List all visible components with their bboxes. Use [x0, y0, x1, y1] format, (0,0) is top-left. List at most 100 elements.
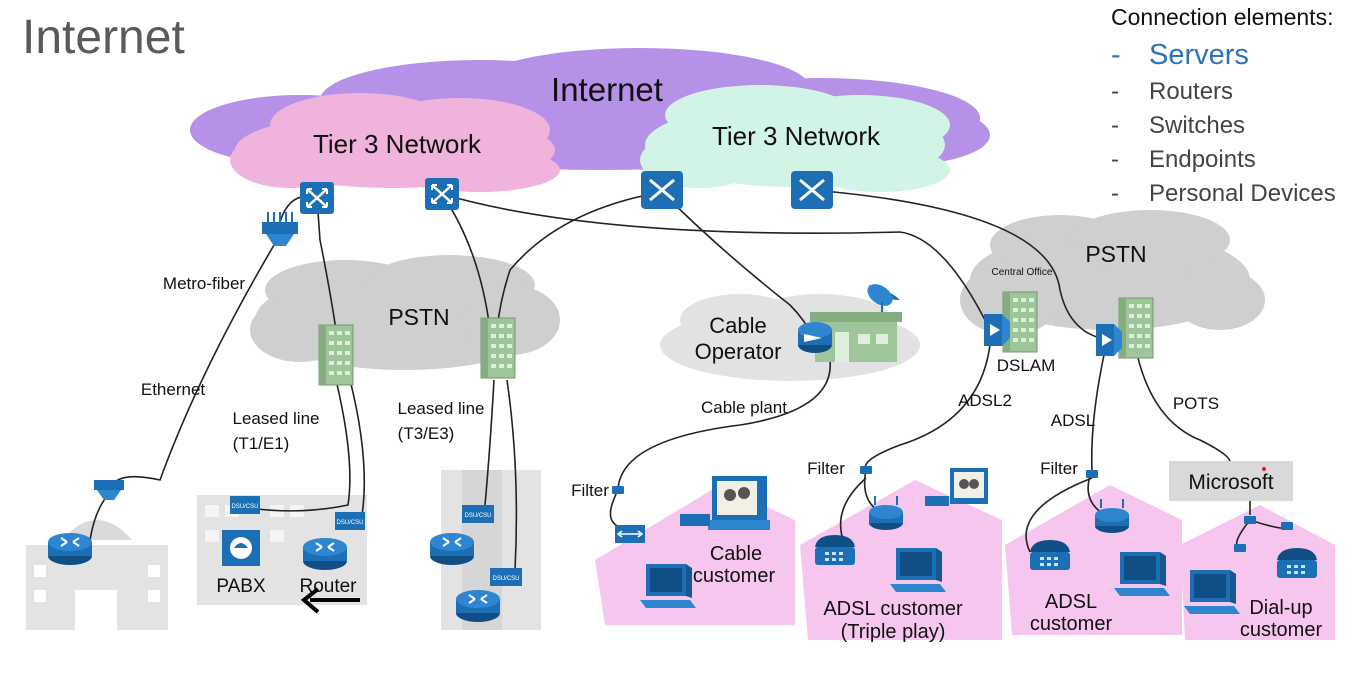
legend-item-servers: - Servers: [1111, 35, 1336, 75]
legend-bullet: -: [1111, 180, 1119, 207]
dialup-filter-icon: [1244, 516, 1256, 524]
dslam-label: DSLAM: [997, 356, 1056, 375]
adsl2-filter-icon: [860, 466, 872, 474]
legend-item-label: Routers: [1149, 78, 1234, 105]
cable-filter-icon: [612, 486, 624, 494]
pointer-arrow-annotation: [300, 587, 360, 614]
tier3-right-switch-2: [789, 169, 835, 211]
dsu-csu-label: DSU/CSU: [492, 576, 519, 582]
tier3-left-cloud: [230, 93, 560, 192]
cable-operator-label-line2: Operator: [695, 339, 782, 364]
cable-customer-label-line2: customer: [693, 565, 776, 587]
metro-fiber-label: Metro-fiber: [163, 274, 246, 293]
leased-line-t1-type: (T1/E1): [233, 434, 290, 453]
dialup-modem-icon: [1234, 544, 1246, 552]
pabx-label: PABX: [216, 576, 266, 597]
connection-elements-legend: Connection elements: - Servers - Routers…: [1111, 4, 1336, 211]
dslam-device-2: [1096, 324, 1122, 356]
slide-title: Internet: [22, 11, 185, 64]
dialup-splitter-icon: [1281, 522, 1293, 530]
cable-plant-label: Cable plant: [701, 398, 787, 417]
dialup-phone-icon: [1277, 548, 1317, 578]
adsl2-pc-icon: [890, 548, 946, 592]
microsoft-label: Microsoft: [1188, 471, 1273, 494]
leased-line-t3-label: Leased line: [398, 399, 485, 418]
cable-settop-icon: [680, 514, 710, 526]
dialup-pc-icon: [1184, 570, 1240, 614]
central-office-label: Central Office: [992, 267, 1053, 278]
legend-item-personal-devices: - Personal Devices: [1111, 177, 1336, 211]
tier3-left-label: Tier 3 Network: [313, 129, 482, 159]
dsu-csu-box-1: DSU/CSU: [230, 496, 260, 514]
ethernet-label: Ethernet: [141, 380, 206, 399]
tier3-right-switch-1: [639, 169, 685, 211]
legend-bullet: -: [1111, 146, 1119, 173]
tower-router-icon-1: [429, 532, 475, 566]
legend-heading: Connection elements:: [1111, 4, 1334, 30]
legend-item-switches: - Switches: [1111, 109, 1336, 143]
ethernet-switch-icon: [94, 480, 124, 500]
leased-line-t1-label: Leased line: [233, 409, 320, 428]
pstn-center-label: PSTN: [388, 304, 449, 330]
legend-item-endpoints: - Endpoints: [1111, 143, 1336, 177]
adsl-label: ADSL: [1051, 411, 1095, 430]
adsl-triple-label-line2: (Triple play): [841, 621, 946, 643]
dialup-customer-label-line1: Dial-up: [1249, 597, 1312, 619]
dsu-csu-box-2: DSU/CSU: [335, 512, 365, 530]
office-router-icon: [302, 537, 348, 571]
legend-item-label: Personal Devices: [1149, 180, 1336, 207]
cable-headend-building: [810, 312, 902, 362]
adsl-filter-icon: [1086, 470, 1098, 478]
adsl-triple-label-line1: ADSL customer: [823, 598, 963, 620]
adsl2-phone-icon: [815, 535, 855, 565]
cable-modem-icon: [615, 525, 645, 543]
dsu-csu-label: DSU/CSU: [464, 513, 491, 519]
satellite-dish-icon: [867, 284, 900, 312]
adsl2-router-icon: [869, 496, 903, 530]
legend-bullet: -: [1111, 112, 1119, 139]
filter-adsl2-label: Filter: [807, 459, 845, 478]
adsl-customer-label-line1: ADSL: [1045, 591, 1097, 613]
dialup-customer-label-line2: customer: [1240, 619, 1323, 641]
government-router-icon: [47, 532, 93, 566]
tier3-right-cloud: [640, 85, 950, 192]
router-label: Router: [299, 576, 357, 597]
pabx-icon: [222, 530, 260, 566]
dslam-device: [984, 314, 1010, 346]
filter-adsl-label: Filter: [1040, 459, 1078, 478]
pstn-central-office-1: [318, 324, 354, 386]
pots-label: POTS: [1173, 394, 1219, 413]
dsu-csu-label: DSU/CSU: [336, 520, 363, 526]
adsl-pc-icon: [1114, 552, 1170, 596]
pstn-right-tower: [1118, 297, 1154, 359]
adsl-router-icon: [1095, 499, 1129, 533]
legend-list: - Servers - Routers - Switches - Endpoin…: [1111, 35, 1336, 211]
dsu-csu-label: DSU/CSU: [231, 504, 258, 510]
legend-item-label: Endpoints: [1149, 146, 1256, 173]
cable-customer-label-line1: Cable: [710, 543, 762, 565]
cable-tv-icon: [708, 476, 770, 530]
dsu-csu-box-4: DSU/CSU: [490, 568, 522, 586]
microsoft-label-box: Microsoft: [1169, 461, 1293, 501]
adsl2-label: ADSL2: [958, 391, 1012, 410]
filter-cable-label: Filter: [571, 481, 609, 500]
tower-router-icon-2: [455, 589, 501, 623]
tier3-left-switch-1: [298, 180, 336, 216]
tier3-left-switch-2: [423, 176, 461, 212]
pstn-central-office-2: [480, 317, 516, 379]
metro-fiber-switch-icon: [262, 212, 298, 246]
internet-cloud-label: Internet: [551, 71, 663, 108]
dsu-csu-box-3: DSU/CSU: [462, 505, 494, 523]
legend-bullet: -: [1111, 78, 1119, 105]
pstn-right-label: PSTN: [1085, 241, 1146, 267]
leased-line-t3-type: (T3/E3): [398, 424, 455, 443]
house-adsl: [1005, 485, 1182, 635]
legend-item-routers: - Routers: [1111, 75, 1336, 109]
legend-item-label: Servers: [1149, 39, 1249, 71]
tier3-right-label: Tier 3 Network: [712, 121, 881, 151]
legend-item-label: Switches: [1149, 112, 1246, 139]
cable-customer-pc-icon: [640, 564, 696, 608]
adsl-phone-icon: [1030, 540, 1070, 570]
